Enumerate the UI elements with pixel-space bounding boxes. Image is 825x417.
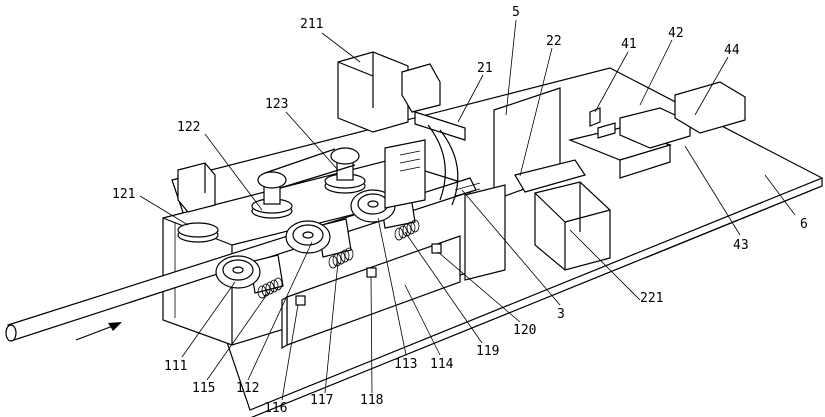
label-118: 118 <box>360 393 383 408</box>
label-22: 22 <box>546 34 562 49</box>
label-6: 6 <box>800 217 808 232</box>
label-111: 111 <box>164 359 187 374</box>
label-3: 3 <box>557 307 565 322</box>
label-113: 113 <box>394 357 417 372</box>
label-122: 122 <box>177 120 200 135</box>
label-121: 121 <box>112 187 135 202</box>
label-115: 115 <box>192 381 215 396</box>
label-116: 116 <box>264 401 287 416</box>
label-211: 211 <box>300 17 323 32</box>
label-120: 120 <box>513 323 536 338</box>
label-117: 117 <box>310 393 333 408</box>
label-112: 112 <box>236 381 259 396</box>
label-41: 41 <box>621 37 637 52</box>
feed-direction-arrow <box>76 322 122 340</box>
guide-slots <box>385 140 425 208</box>
label-123: 123 <box>265 97 288 112</box>
label-44: 44 <box>724 43 740 58</box>
label-114: 114 <box>430 357 454 372</box>
label-5: 5 <box>512 5 520 20</box>
label-119: 119 <box>476 344 499 359</box>
label-43: 43 <box>733 238 749 253</box>
label-42: 42 <box>668 26 684 41</box>
label-21: 21 <box>477 61 493 76</box>
label-221: 221 <box>640 291 663 306</box>
